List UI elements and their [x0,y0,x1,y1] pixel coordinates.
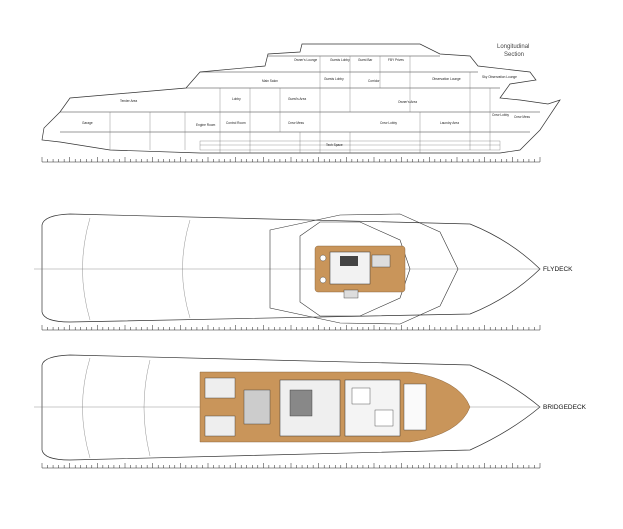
deck-curve [182,219,191,319]
room-label: Control Room [226,121,246,125]
bed [351,387,371,405]
chair [319,254,327,262]
scale-ruler [41,325,541,331]
lounge-sofa [289,389,313,417]
room-label: Guests Lobby [330,58,350,62]
room-label: Crew Mess [288,121,304,125]
dining-area [243,389,271,425]
room-label: Crew Lobby [492,113,509,117]
room-label: Tech Space [326,143,343,147]
flydeck-hull-outline [41,213,541,323]
room-label: Lobby [232,97,241,101]
hull-profile [41,43,561,154]
seating [371,254,391,268]
room-label: Main Salon [262,79,278,83]
room-label: Corridor [368,79,380,83]
room-label: Observation Lounge [432,77,461,81]
room-label: Crew Lobby [380,121,397,125]
room-label: Guests Lobby [324,77,344,81]
superstructure [269,213,459,325]
room-label: Engine Room [196,123,216,127]
deck-curve [82,357,91,459]
scale-ruler [41,157,541,163]
console [340,256,358,266]
bridgedeck-plan: BRIDGEDECK [34,354,587,461]
room-label: Owner's Lounge [294,58,317,62]
deck-curve [143,359,151,457]
chair [319,276,327,284]
room-label: Laundry Area [440,121,459,125]
room-label: Sky Observation Lounge [482,75,517,79]
longitudinal-section: Owner's Lounge Guests Lobby Guest Bar FB… [41,43,561,154]
room-label: Owner's Area [398,100,417,104]
bulkheads [109,56,491,153]
section-title: Section [504,52,524,58]
sunbed [204,415,236,437]
plan-label: FLYDECK [543,266,573,273]
plan-label: BRIDGEDECK [543,404,587,411]
hull-windows [199,140,501,151]
section-title: Longitudinal [497,44,529,50]
flydeck-plan: FLYDECK [34,213,573,325]
room-label: Guest's Area [288,97,306,101]
stairs [343,289,359,299]
room-label: Garage [82,121,93,125]
room-label: Crew Mess [514,115,530,119]
sunbed [204,377,236,399]
scale-ruler [41,463,541,469]
room-label: FBY Prives [388,58,404,62]
room-label: Guest Bar [358,58,373,62]
room-label: Tender Area [120,99,137,103]
deck-curve [82,217,91,321]
wheelhouse [403,383,427,431]
bed [374,409,394,427]
